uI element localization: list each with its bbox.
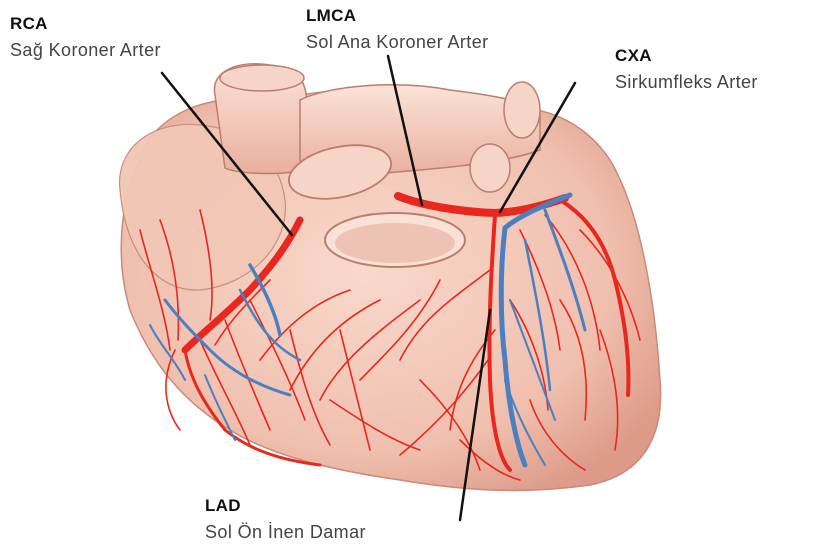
lad-abbreviation: LAD [205,496,241,515]
lad-label: LAD Sol Ön İnen Damar [205,496,366,543]
cxa-abbreviation: CXA [615,46,652,65]
lmca-abbreviation: LMCA [306,6,356,25]
pulmonary-branch-left [470,144,510,192]
cxa-label: CXA Sirkumfleks Arter [615,46,758,93]
lmca-label: LMCA Sol Ana Koroner Arter [306,6,489,53]
pulmonary-branch-right [504,82,540,138]
aorta-opening [220,65,304,91]
lad-full-name: Sol Ön İnen Damar [205,522,366,543]
rca-abbreviation: RCA [10,14,48,33]
cxa-full-name: Sirkumfleks Arter [615,72,758,93]
rca-label: RCA Sağ Koroner Arter [10,14,161,61]
vessel-opening-lower-inner [335,223,455,263]
heart-illustration [120,56,661,520]
lmca-full-name: Sol Ana Koroner Arter [306,32,489,53]
rca-full-name: Sağ Koroner Arter [10,40,161,61]
